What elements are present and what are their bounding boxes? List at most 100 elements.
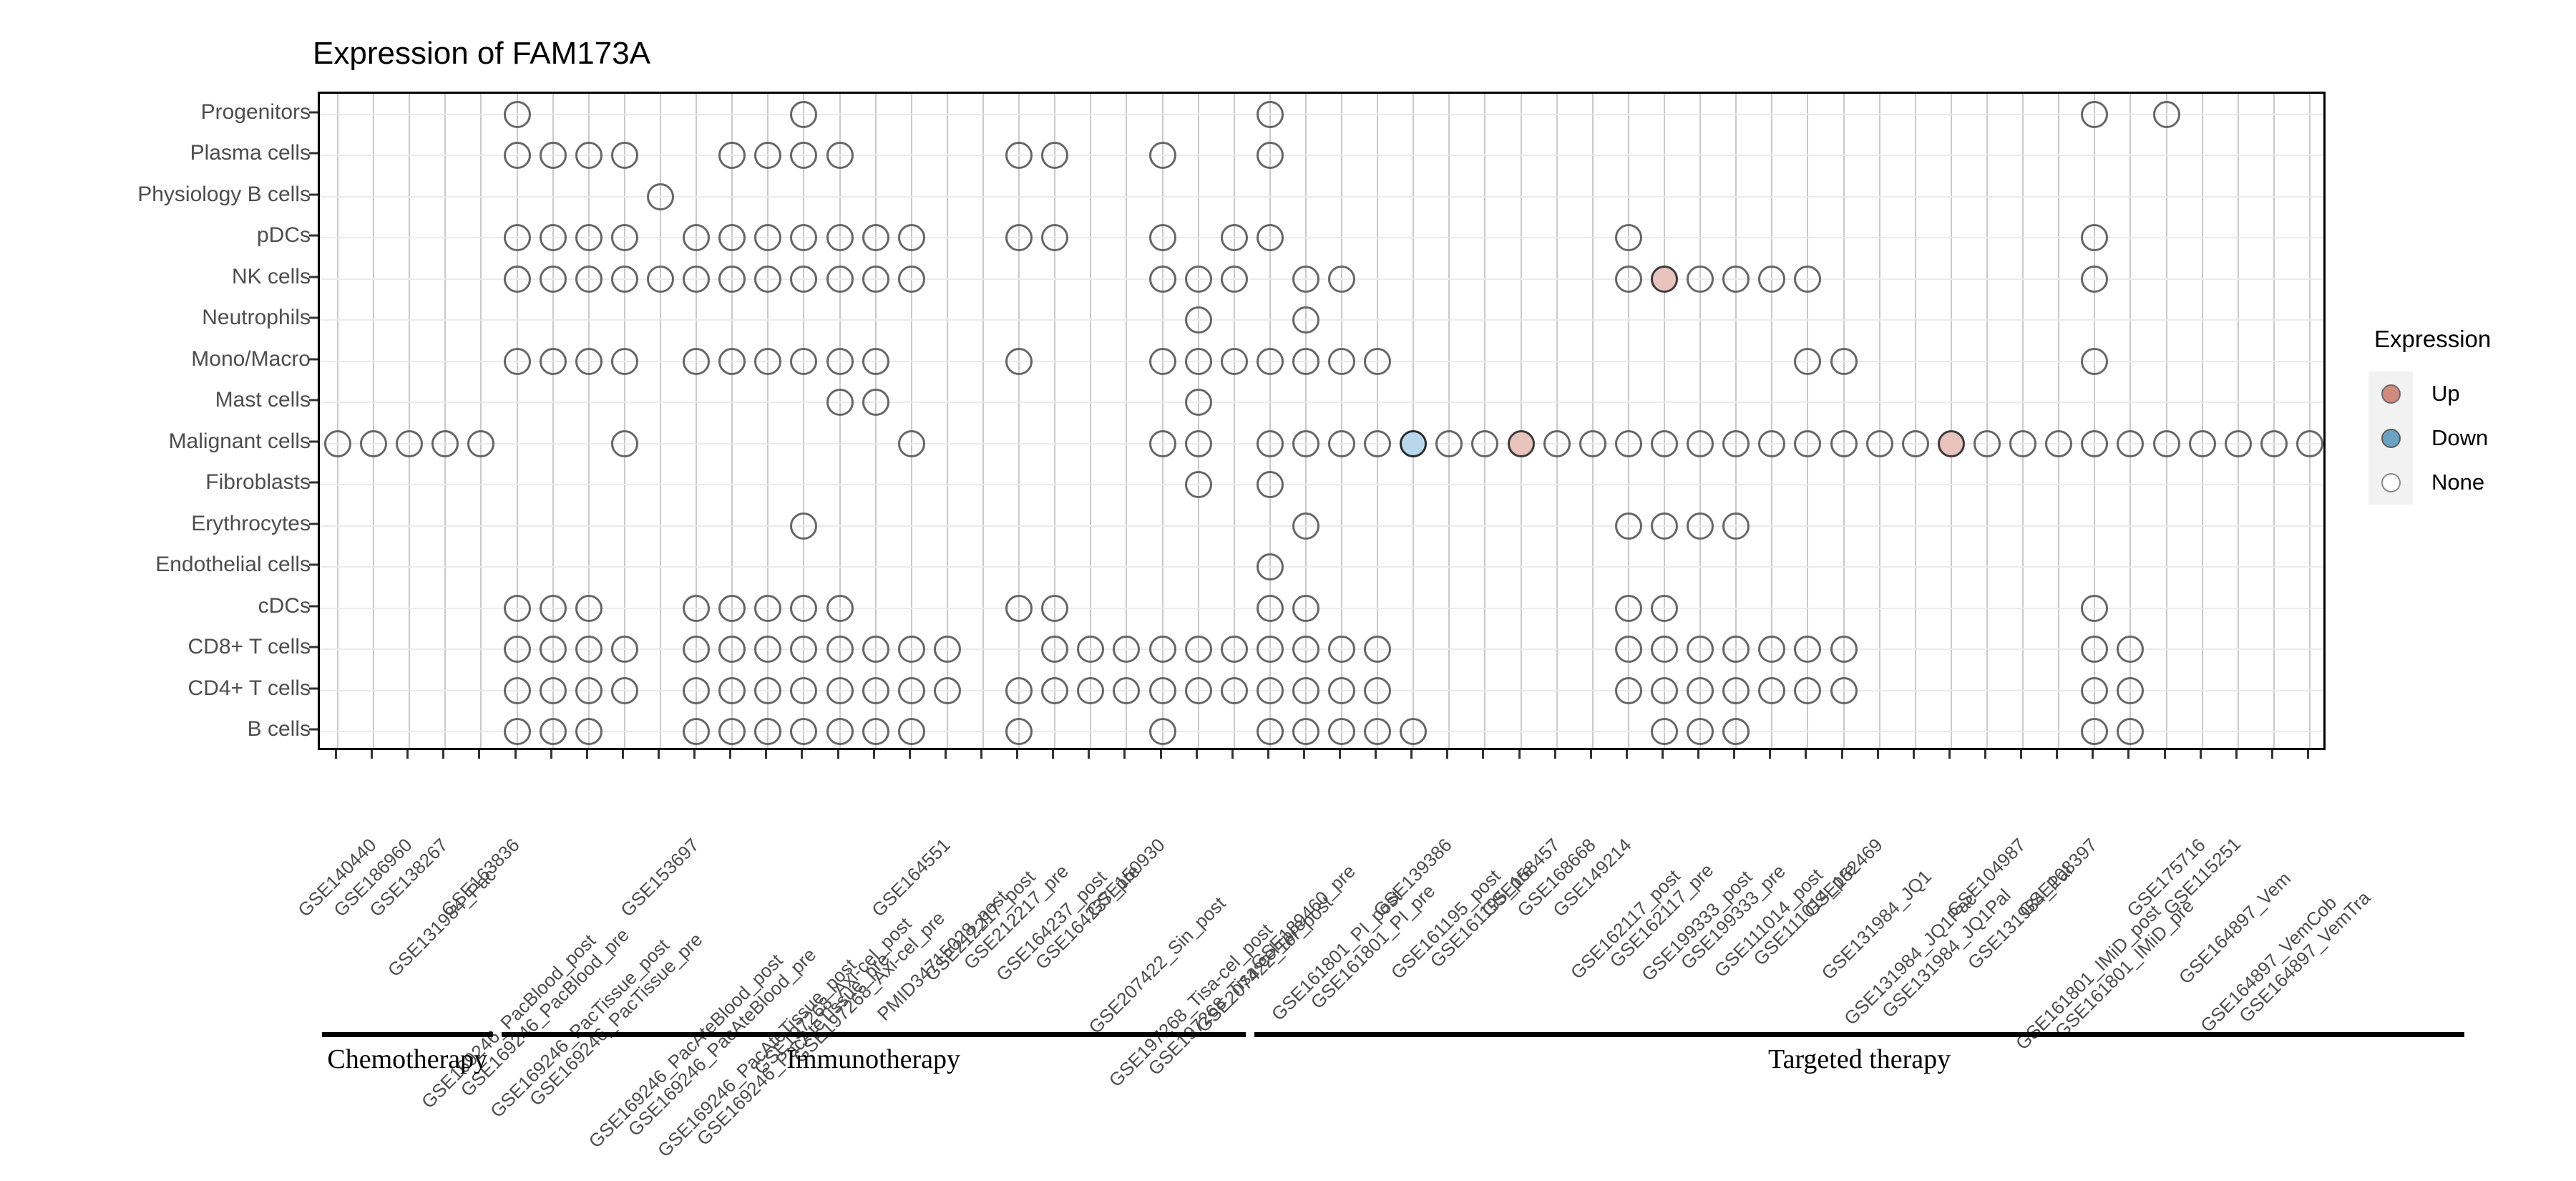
dot-none[interactable]	[503, 100, 531, 128]
dot-none[interactable]	[862, 224, 889, 252]
dot-none[interactable]	[1005, 224, 1033, 252]
dot-none[interactable]	[503, 636, 531, 664]
dot-none[interactable]	[1614, 676, 1642, 704]
dot-none[interactable]	[862, 676, 889, 704]
dot-none[interactable]	[718, 594, 746, 622]
dot-none[interactable]	[826, 676, 854, 704]
dot-none[interactable]	[1328, 347, 1356, 375]
dot-none[interactable]	[933, 636, 961, 664]
dot-none[interactable]	[1794, 265, 1822, 293]
dot-none[interactable]	[610, 142, 638, 170]
dot-none[interactable]	[826, 389, 854, 417]
dot-none[interactable]	[1687, 265, 1714, 293]
dot-none[interactable]	[539, 718, 567, 746]
dot-none[interactable]	[1256, 347, 1284, 375]
dot-none[interactable]	[862, 347, 889, 375]
dot-none[interactable]	[754, 265, 782, 293]
dot-none[interactable]	[1722, 718, 1750, 746]
dot-none[interactable]	[1256, 676, 1284, 704]
legend-item[interactable]: Up	[2368, 371, 2562, 416]
dot-none[interactable]	[790, 718, 818, 746]
dot-none[interactable]	[933, 676, 961, 704]
dot-none[interactable]	[754, 142, 782, 170]
dot-none[interactable]	[1758, 265, 1786, 293]
dot-none[interactable]	[754, 224, 782, 252]
dot-none[interactable]	[539, 142, 567, 170]
dot-none[interactable]	[1184, 471, 1212, 499]
dot-none[interactable]	[2260, 429, 2288, 457]
dot-none[interactable]	[790, 265, 818, 293]
dot-none[interactable]	[503, 718, 531, 746]
dot-none[interactable]	[575, 224, 602, 252]
dot-none[interactable]	[790, 100, 818, 128]
dot-none[interactable]	[539, 224, 567, 252]
dot-none[interactable]	[790, 224, 818, 252]
dot-none[interactable]	[897, 265, 925, 293]
dot-none[interactable]	[1077, 636, 1105, 664]
dot-none[interactable]	[610, 676, 638, 704]
dot-none[interactable]	[539, 676, 567, 704]
dot-none[interactable]	[1184, 265, 1212, 293]
dot-none[interactable]	[1364, 347, 1392, 375]
dot-none[interactable]	[1041, 636, 1069, 664]
dot-none[interactable]	[862, 718, 889, 746]
dot-none[interactable]	[1148, 636, 1176, 664]
dot-none[interactable]	[790, 636, 818, 664]
dot-none[interactable]	[1041, 676, 1069, 704]
dot-none[interactable]	[647, 265, 675, 293]
dot-none[interactable]	[1579, 429, 1606, 457]
dot-none[interactable]	[1292, 306, 1319, 334]
dot-none[interactable]	[1328, 676, 1356, 704]
dot-none[interactable]	[1184, 636, 1212, 664]
dot-none[interactable]	[1830, 676, 1858, 704]
dot-none[interactable]	[2081, 224, 2109, 252]
dot-none[interactable]	[503, 347, 531, 375]
dot-none[interactable]	[683, 594, 711, 622]
dot-none[interactable]	[897, 676, 925, 704]
dot-none[interactable]	[2296, 429, 2323, 457]
dot-none[interactable]	[897, 718, 925, 746]
dot-none[interactable]	[2117, 676, 2145, 704]
dot-none[interactable]	[1041, 594, 1069, 622]
dot-none[interactable]	[754, 676, 782, 704]
dot-none[interactable]	[2081, 594, 2109, 622]
dot-none[interactable]	[1220, 265, 1248, 293]
dot-none[interactable]	[754, 594, 782, 622]
dot-up[interactable]	[1937, 429, 1965, 457]
dot-none[interactable]	[2081, 347, 2109, 375]
dot-none[interactable]	[718, 347, 746, 375]
dot-none[interactable]	[1830, 347, 1858, 375]
dot-none[interactable]	[790, 676, 818, 704]
dot-none[interactable]	[1220, 224, 1248, 252]
legend-item[interactable]: None	[2368, 460, 2562, 505]
dot-none[interactable]	[826, 265, 854, 293]
dot-down[interactable]	[1400, 429, 1428, 457]
dot-none[interactable]	[2117, 429, 2145, 457]
dot-none[interactable]	[1722, 676, 1750, 704]
dot-none[interactable]	[2081, 718, 2109, 746]
dot-none[interactable]	[718, 224, 746, 252]
dot-none[interactable]	[790, 142, 818, 170]
dot-none[interactable]	[1973, 429, 2001, 457]
dot-none[interactable]	[324, 429, 352, 457]
dot-none[interactable]	[2081, 265, 2109, 293]
dot-none[interactable]	[862, 265, 889, 293]
dot-none[interactable]	[1148, 429, 1176, 457]
dot-none[interactable]	[1865, 429, 1893, 457]
dot-none[interactable]	[718, 142, 746, 170]
dot-none[interactable]	[1148, 718, 1176, 746]
dot-none[interactable]	[1292, 429, 1319, 457]
dot-none[interactable]	[862, 636, 889, 664]
dot-none[interactable]	[575, 142, 602, 170]
dot-none[interactable]	[1184, 347, 1212, 375]
dot-none[interactable]	[2188, 429, 2216, 457]
dot-none[interactable]	[754, 636, 782, 664]
dot-none[interactable]	[575, 718, 602, 746]
dot-none[interactable]	[1687, 636, 1714, 664]
dot-none[interactable]	[1614, 224, 1642, 252]
dot-none[interactable]	[826, 347, 854, 375]
dot-none[interactable]	[1328, 265, 1356, 293]
dot-none[interactable]	[1148, 347, 1176, 375]
dot-none[interactable]	[826, 594, 854, 622]
dot-none[interactable]	[754, 347, 782, 375]
